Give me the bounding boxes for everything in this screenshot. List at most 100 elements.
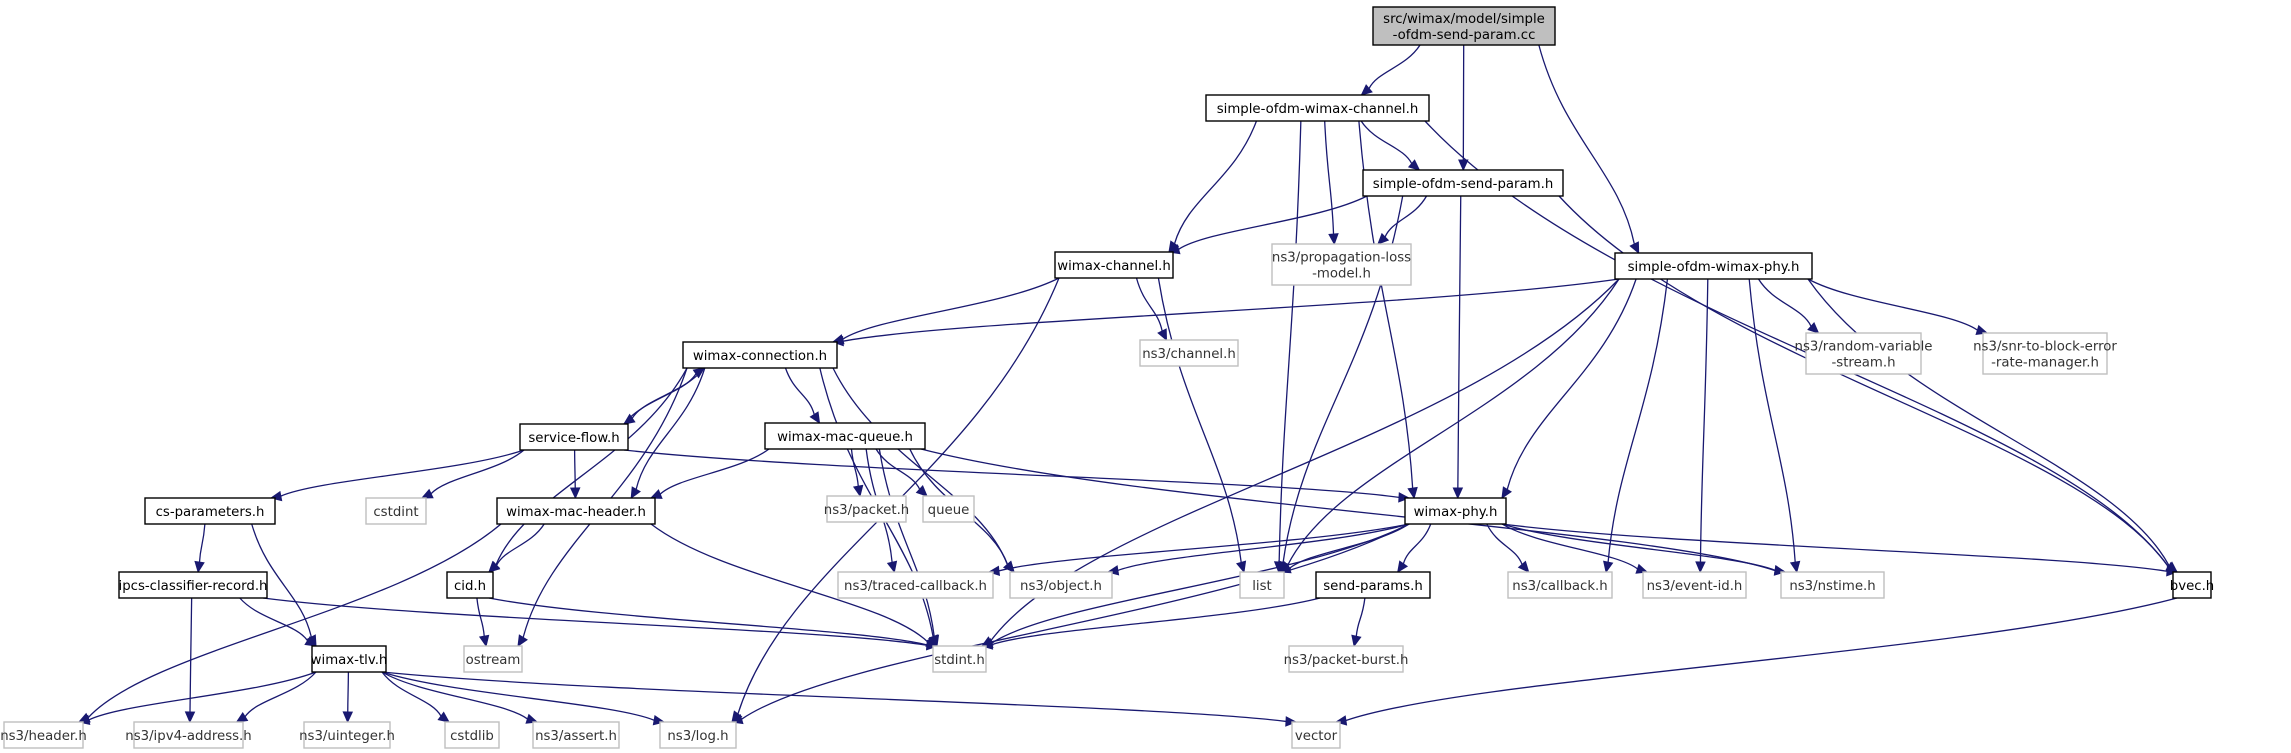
node-header: ns3/header.h	[0, 721, 87, 749]
edge-line	[88, 671, 317, 721]
edge-line	[1345, 597, 2178, 722]
edge-wphy-to-cb	[1486, 523, 1530, 573]
node-label: cid.h	[454, 579, 486, 594]
edge-wch-to-chan	[1135, 277, 1168, 342]
arrowhead	[525, 713, 539, 724]
node-sosph[interactable]: simple-ofdm-send-param.h	[1362, 169, 1564, 197]
edge-wphy-to-log	[730, 523, 1410, 725]
edge-wtlv-to-header	[77, 671, 317, 725]
node-box	[1614, 252, 1813, 280]
edge-line	[488, 597, 928, 646]
node-label: ns3/object.h	[1020, 579, 1102, 594]
node-obj: ns3/object.h	[1009, 571, 1113, 599]
nodes-layer: src/wimax/model/simple-ofdm-send-param.c…	[0, 6, 2214, 749]
arrowhead	[852, 484, 864, 498]
arrowhead	[1285, 716, 1298, 727]
edge-line	[1368, 44, 1421, 89]
edge-sosph-to-plm	[1377, 195, 1428, 245]
node-label: ns3/assert.h	[535, 729, 617, 744]
edge-line	[251, 523, 312, 638]
node-cb: ns3/callback.h	[1507, 571, 1613, 599]
arrowhead	[1452, 487, 1464, 500]
node-wmq[interactable]: wimax-mac-queue.h	[764, 422, 926, 450]
node-box	[682, 341, 838, 369]
node-cid[interactable]: cid.h	[446, 571, 494, 599]
node-sowch[interactable]: simple-ofdm-wimax-channel.h	[1205, 94, 1430, 122]
edge-sflow-to-wconn	[623, 367, 706, 425]
node-sflow[interactable]: service-flow.h	[519, 423, 629, 451]
arrowhead	[1398, 492, 1411, 503]
arrowhead	[809, 411, 821, 425]
node-bvec[interactable]: bvec.h	[2170, 571, 2214, 599]
node-uint: ns3/uinteger.h	[299, 721, 395, 749]
edge-bvec-to-vector	[1334, 597, 2178, 726]
node-label: cstdint	[373, 505, 418, 520]
arrowhead	[1458, 159, 1469, 172]
node-box	[1642, 571, 1747, 599]
node-sparams[interactable]: send-params.h	[1315, 571, 1431, 599]
node-box	[1139, 339, 1239, 367]
edge-line	[1117, 523, 1410, 572]
edge-line	[659, 448, 770, 495]
edge-sparams-to-pburst	[1351, 597, 1366, 648]
node-wmh[interactable]: wimax-mac-header.h	[496, 497, 656, 525]
edge-line	[1607, 278, 1669, 563]
arrowhead	[1360, 84, 1373, 96]
arrowhead	[1695, 561, 1706, 574]
node-wconn[interactable]: wimax-connection.h	[682, 341, 838, 369]
edge-wphy-to-bvec	[1501, 523, 2179, 577]
node-box	[133, 721, 244, 749]
node-box	[1239, 571, 1285, 599]
arrowhead	[1328, 233, 1339, 246]
node-sowph[interactable]: simple-ofdm-wimax-phy.h	[1614, 252, 1813, 280]
node-box	[1372, 6, 1556, 46]
node-ostream: ostream	[463, 645, 523, 673]
arrowhead	[1236, 560, 1247, 574]
node-box	[764, 422, 926, 450]
node-list: list	[1239, 571, 1285, 599]
node-box	[659, 721, 737, 749]
edge-line	[784, 367, 815, 415]
edge-line	[495, 367, 688, 566]
node-wphy[interactable]: wimax-phy.h	[1404, 497, 1507, 525]
node-label: ns3/snr-to-block-error	[1973, 340, 2117, 355]
node-label: ipcs-classifier-record.h	[119, 579, 268, 594]
edge-wphy-to-evid	[1501, 523, 1649, 574]
edge-line	[347, 671, 350, 713]
edge-wmq-to-nstime	[920, 448, 1787, 576]
arrowhead	[569, 487, 581, 500]
node-label: wimax-connection.h	[693, 349, 827, 364]
edge-sparams-to-stdint	[980, 597, 1321, 650]
edge-sowph-to-evid	[1695, 278, 1709, 574]
arrowhead	[915, 485, 928, 497]
node-ipv4: ns3/ipv4-address.h	[125, 721, 252, 749]
edge-line	[850, 448, 859, 487]
edge-line	[573, 449, 576, 489]
edge-wphy-to-list	[1278, 523, 1410, 574]
arrowhead	[1334, 715, 1348, 726]
edge-wtlv-to-vector	[381, 671, 1298, 727]
node-wtlv[interactable]: wimax-tlv.h	[311, 645, 388, 673]
edge-sowch-to-wch	[1168, 120, 1258, 254]
node-wch[interactable]: wimax-channel.h	[1054, 251, 1174, 279]
node-label: vector	[1295, 729, 1338, 744]
node-csp[interactable]: cs-parameters.h	[144, 497, 276, 525]
edge-line	[430, 449, 525, 495]
edge-icr-to-wtlv	[239, 597, 318, 647]
node-chan: ns3/channel.h	[1139, 339, 1239, 367]
node-box	[1291, 721, 1341, 749]
node-root[interactable]: src/wimax/model/simple-ofdm-send-param.c…	[1372, 6, 1556, 46]
arrowhead	[478, 634, 490, 648]
edge-line	[650, 523, 929, 643]
edge-line	[1135, 277, 1163, 332]
node-box	[1507, 571, 1613, 599]
node-nstime: ns3/nstime.h	[1780, 571, 1885, 599]
node-queue: queue	[922, 495, 975, 523]
edge-line	[381, 671, 655, 721]
node-box	[365, 497, 427, 525]
edge-line	[842, 278, 1620, 342]
edge-wphy-to-tcb	[987, 523, 1410, 577]
edge-line	[1506, 278, 1637, 490]
node-box	[1805, 332, 1922, 375]
node-icr[interactable]: ipcs-classifier-record.h	[118, 571, 268, 599]
